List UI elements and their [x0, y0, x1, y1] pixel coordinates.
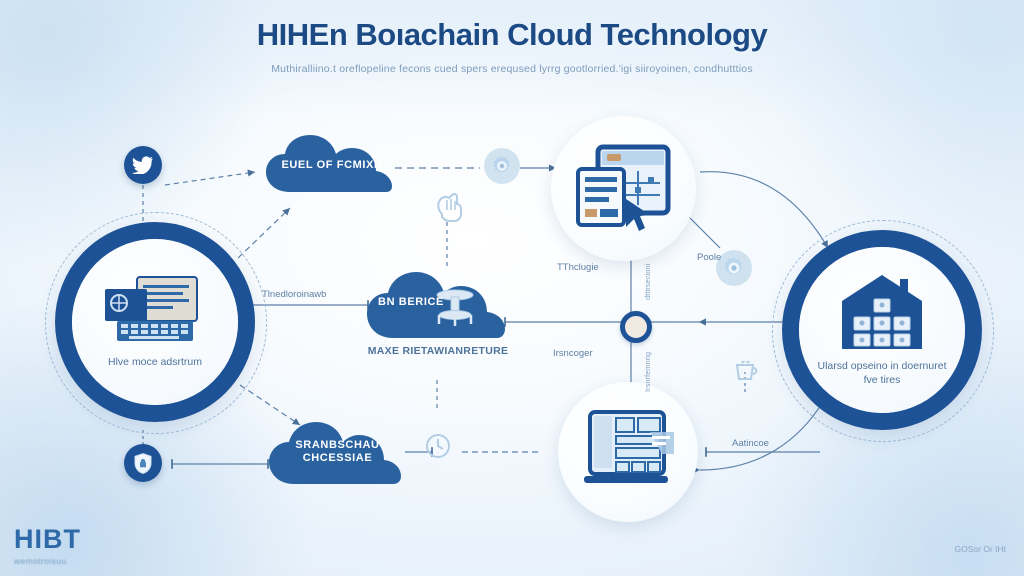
bottom-cloud-text-2: CHCESSIAE	[302, 451, 373, 464]
clock-glyph	[426, 434, 450, 458]
junction-node[interactable]	[620, 311, 652, 343]
gear-glyph	[724, 257, 743, 276]
building-grid-icon	[842, 275, 922, 350]
left-circle-caption: Hlve moce adsrtrum	[108, 355, 202, 368]
cup-icon[interactable]	[728, 354, 764, 390]
edge-label-right-upper: Poole	[697, 252, 722, 263]
node-dashboard[interactable]	[558, 382, 698, 522]
left-circle-content: Hlve moce adsrtrum	[72, 239, 238, 405]
brand-name: HIBT	[14, 524, 81, 554]
brand-logo: HIBT wemotroisuu	[14, 524, 81, 567]
center-cloud-text: BN BERICE	[378, 296, 444, 309]
right-circle-ring: Ularsd opseino in doernuret fve tires	[782, 230, 982, 430]
page-subtitle: Muthiralliino.t oreflopeline fecons cued…	[271, 63, 753, 76]
left-circle-ring: Hlve moce adsrtrum	[55, 222, 255, 422]
edge-label-center-up: TThclugie	[557, 262, 599, 273]
credit-text: GOSor Or IHt	[954, 544, 1006, 554]
cup-glyph	[735, 360, 758, 380]
dashboard-laptop-icon	[584, 410, 674, 483]
node-left-laptop[interactable]: Hlve moce adsrtrum	[45, 212, 267, 434]
edge-label-vertical-up: dtttrsecioni	[643, 263, 652, 300]
node-top-cloud[interactable]: EUEL OF FCMIXN	[262, 132, 402, 196]
shield-glyph	[134, 452, 152, 474]
hand-icon[interactable]	[428, 186, 470, 228]
clock-icon[interactable]	[420, 428, 456, 464]
laptop-document-icon	[105, 275, 198, 341]
hand-glyph	[437, 192, 462, 222]
node-bottom-cloud[interactable]: SRANBSCHAU CHCESSIAE	[265, 418, 410, 488]
right-circle-caption: Ularsd opseino in doernuret fve tires	[817, 360, 947, 386]
edge-label-vertical-down: Irsnrfemnrig	[643, 351, 652, 392]
node-browser-window[interactable]	[551, 116, 696, 261]
node-center-cloud[interactable]: BN BERICE MAXE RIETAWIANRETURE	[363, 268, 513, 357]
gear-icon[interactable]	[716, 250, 752, 286]
gear-glyph	[493, 156, 510, 173]
brand-tagline: wemotroisuu	[14, 556, 67, 566]
edge-label-right-lower: Aatincoe	[732, 438, 769, 449]
edge-label-left-mid: Tlnedloroinawb	[262, 289, 327, 300]
cloud-server-icon	[367, 272, 505, 338]
header: HIHEn Boıachain Cloud Technology Muthira…	[0, 17, 1024, 76]
gear-icon[interactable]	[484, 148, 520, 184]
page-title: HIHEn Boıachain Cloud Technology	[256, 17, 768, 52]
right-circle-content: Ularsd opseino in doernuret fve tires	[799, 247, 965, 413]
shield-icon[interactable]	[124, 444, 162, 482]
bird-glyph	[132, 156, 153, 174]
node-right-building[interactable]: Ularsd opseino in doernuret fve tires	[772, 220, 994, 442]
edge-label-center-down: Irsncoger	[553, 348, 593, 359]
bottom-cloud-text-1: SRANBSCHAU	[295, 439, 380, 451]
center-cloud-caption: MAXE RIETAWIANRETURE	[367, 345, 509, 357]
bird-icon[interactable]	[124, 146, 162, 184]
browser-document-icon	[575, 144, 670, 231]
top-cloud-text: EUEL OF FCMIXN	[281, 158, 383, 171]
